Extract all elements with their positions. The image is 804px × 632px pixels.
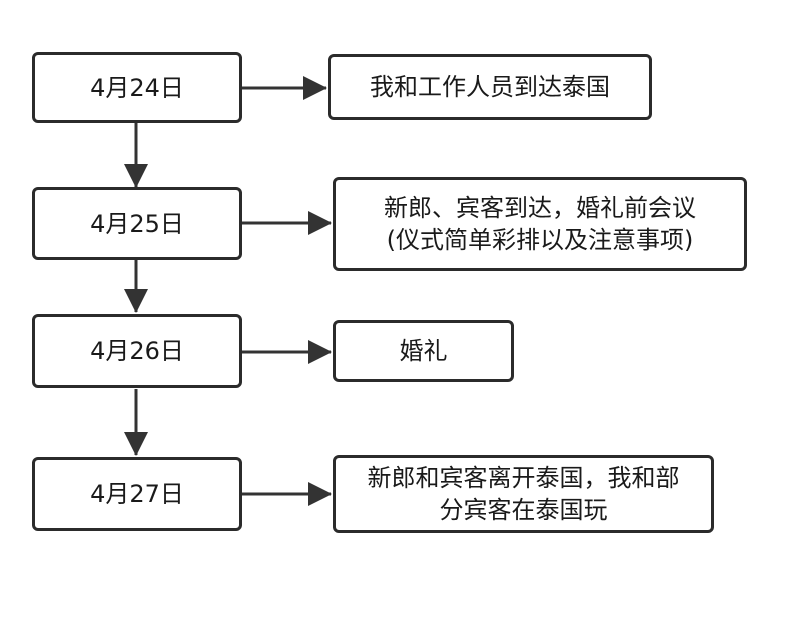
description-node-2: 新郎、宾客到达，婚礼前会议 (仪式简单彩排以及注意事项): [333, 177, 747, 271]
date-node-2: 4月25日: [32, 187, 242, 260]
date-node-1: 4月24日: [32, 52, 242, 123]
description-node-3: 婚礼: [333, 320, 514, 382]
description-node-4: 新郎和宾客离开泰国，我和部 分宾客在泰国玩: [333, 455, 714, 533]
date-node-3: 4月26日: [32, 314, 242, 388]
description-node-1: 我和工作人员到达泰国: [328, 54, 652, 120]
date-node-4: 4月27日: [32, 457, 242, 531]
